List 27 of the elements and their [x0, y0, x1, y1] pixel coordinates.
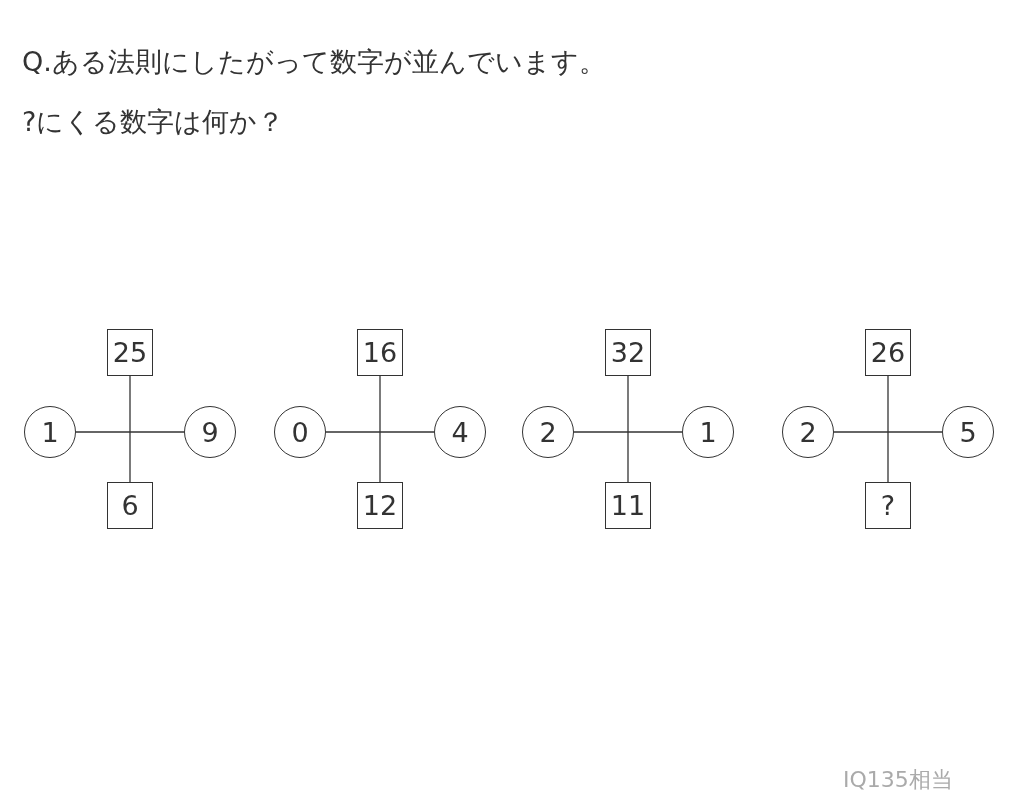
number-box: 32: [605, 329, 651, 376]
number-box: 25: [107, 329, 153, 376]
number-circle: 0: [274, 406, 326, 458]
connector-line: [887, 375, 889, 483]
connector-line: [573, 431, 683, 433]
number-circle: 2: [522, 406, 574, 458]
connector-line: [627, 375, 629, 483]
number-circle: 1: [24, 406, 76, 458]
connector-line: [325, 431, 435, 433]
number-box: ?: [865, 482, 911, 529]
question-text: ?にくる数字は何か？: [22, 105, 285, 139]
question-text: Q.ある法則にしたがって数字が並んでいます。: [22, 45, 606, 79]
number-box: 12: [357, 482, 403, 529]
number-box: 11: [605, 482, 651, 529]
number-circle: 4: [434, 406, 486, 458]
connector-line: [75, 431, 185, 433]
number-box: 26: [865, 329, 911, 376]
number-box: 6: [107, 482, 153, 529]
number-circle: 1: [682, 406, 734, 458]
connector-line: [129, 375, 131, 483]
connector-line: [833, 431, 943, 433]
connector-line: [379, 375, 381, 483]
number-circle: 2: [782, 406, 834, 458]
number-box: 16: [357, 329, 403, 376]
difficulty-note: IQ135相当: [843, 766, 953, 794]
number-circle: 9: [184, 406, 236, 458]
number-circle: 5: [942, 406, 994, 458]
